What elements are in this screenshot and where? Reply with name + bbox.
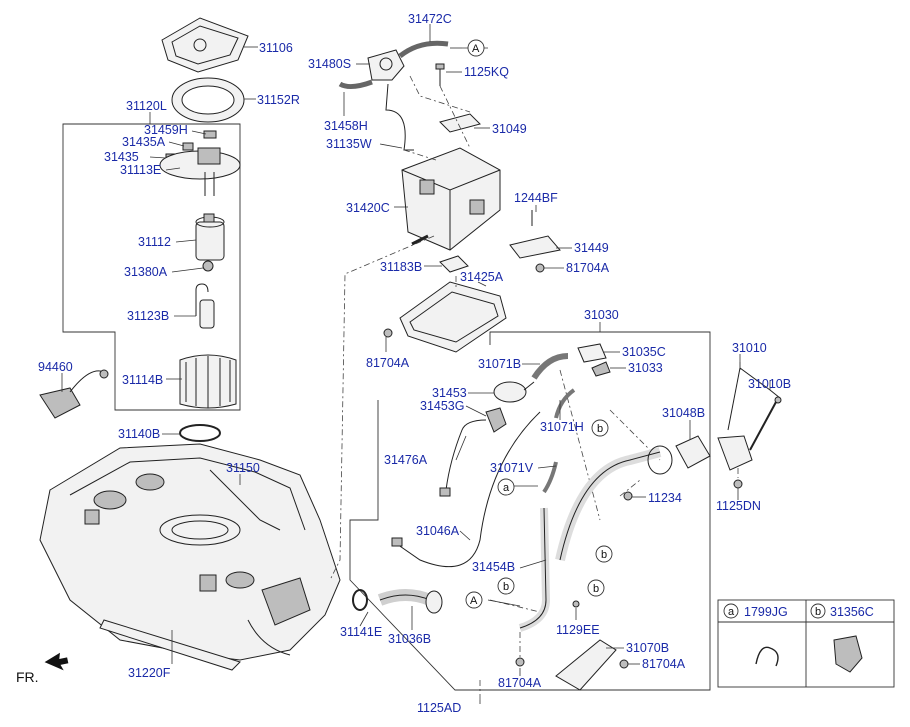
label-31071h: 31071H <box>540 420 584 434</box>
label-31472c: 31472C <box>408 12 452 26</box>
svg-text:b: b <box>601 549 607 561</box>
svg-text:b: b <box>597 423 603 435</box>
label-31036b: 31036B <box>388 632 431 646</box>
circled-markers: A A a b b b b a <box>465 39 826 619</box>
label-31152r: 31152R <box>257 93 300 107</box>
marker-b-2: b <box>595 545 613 563</box>
label-31141e: 31141E <box>340 625 382 639</box>
label-31459h: 31459H <box>144 123 188 137</box>
pump-filter-31380a <box>202 260 214 272</box>
label-81704a-tray: 81704A <box>366 356 410 370</box>
assembly-lines <box>329 75 739 700</box>
label-31070b: 31070B <box>626 641 669 655</box>
label-31120l: 31120L <box>126 99 167 113</box>
label-1125dn: 1125DN <box>716 499 761 513</box>
label-31033: 31033 <box>628 361 663 375</box>
label-31453g: 31453G <box>420 399 464 413</box>
label-31449: 31449 <box>574 241 609 255</box>
label-31220f: 31220F <box>128 666 171 680</box>
label-11234: 11234 <box>648 491 682 505</box>
fuel-pump <box>195 213 225 261</box>
label-31071v: 31071V <box>490 461 534 475</box>
pump-cover-plate <box>161 17 249 73</box>
pump-reservoir <box>179 354 237 409</box>
fuel-return-hose <box>195 283 215 329</box>
part-labels: 31106 31152R 31120L 31459H 31435A 31435 … <box>16 12 874 715</box>
marker-b-3: b <box>587 579 605 597</box>
legend-code-a: 1799JG <box>744 605 788 619</box>
svg-text:a: a <box>728 606 735 618</box>
label-1125ad: 1125AD <box>417 701 461 715</box>
label-31420c: 31420C <box>346 201 390 215</box>
marker-a-1: a <box>497 478 515 496</box>
label-31123b: 31123B <box>127 309 169 323</box>
legend-marker-b: b <box>810 603 826 619</box>
label-31453: 31453 <box>432 386 467 400</box>
svg-text:a: a <box>503 482 510 494</box>
filler-neck-box <box>349 331 711 691</box>
label-31071b: 31071B <box>478 357 521 371</box>
tank-gasket <box>179 424 221 442</box>
fuel-tank <box>39 424 341 661</box>
svg-text:A: A <box>472 43 480 55</box>
clip-31435a <box>182 142 194 151</box>
label-31046a: 31046A <box>416 524 460 538</box>
svg-text:b: b <box>815 606 821 618</box>
label-31150: 31150 <box>226 461 260 475</box>
label-31113e: 31113E <box>120 163 161 177</box>
fuel-door-group <box>717 362 782 489</box>
lock-ring <box>171 77 245 123</box>
tank-strap <box>99 619 241 671</box>
fuel-sender-94460 <box>39 369 109 419</box>
label-31135w: 31135W <box>326 137 372 151</box>
fuel-pump-module-group <box>39 17 249 419</box>
label-81704a-guard: 81704A <box>642 657 686 671</box>
label-31183b: 31183B <box>380 260 422 274</box>
label-81704a-bottom: 81704A <box>498 676 542 690</box>
front-direction-indicator <box>44 652 69 671</box>
front-direction-label: FR. <box>16 669 39 685</box>
label-31435a: 31435A <box>122 135 166 149</box>
label-31112: 31112 <box>138 235 171 249</box>
filler-hose-group <box>352 589 443 614</box>
label-31010: 31010 <box>732 341 767 355</box>
leader-lines <box>61 24 771 704</box>
label-1125kq: 1125KQ <box>464 65 509 79</box>
filler-neck-group <box>391 343 711 691</box>
label-31114b: 31114B <box>122 373 163 387</box>
label-81704a-canister: 81704A <box>566 261 610 275</box>
connector-31459h <box>203 130 217 139</box>
svg-text:A: A <box>470 595 478 607</box>
legend-marker-a: a <box>723 603 739 619</box>
label-31458h: 31458H <box>324 119 368 133</box>
label-1244bf: 1244BF <box>514 191 558 205</box>
marker-b-4: b <box>497 577 515 595</box>
label-31140b: 31140B <box>118 427 160 441</box>
marker-A-bottom: A <box>465 591 483 609</box>
label-31425a: 31425A <box>460 270 504 284</box>
legend-table <box>717 599 895 688</box>
marker-A-top: A <box>467 39 485 57</box>
canister-group <box>338 40 561 353</box>
label-31435: 31435 <box>104 150 139 164</box>
label-31476a: 31476A <box>384 453 428 467</box>
label-31048b: 31048B <box>662 406 705 420</box>
marker-b-1: b <box>591 419 609 437</box>
label-31010b: 31010B <box>748 377 791 391</box>
label-1129ee: 1129EE <box>556 623 600 637</box>
label-94460: 94460 <box>38 360 73 374</box>
label-31380a: 31380A <box>124 265 168 279</box>
svg-text:b: b <box>593 583 599 595</box>
label-31030: 31030 <box>584 308 619 322</box>
label-31454b: 31454B <box>472 560 515 574</box>
label-31480s: 31480S <box>308 57 351 71</box>
label-31035c: 31035C <box>622 345 666 359</box>
label-31049: 31049 <box>492 122 527 136</box>
svg-text:b: b <box>503 581 509 593</box>
pump-flange <box>159 147 241 196</box>
label-31106: 31106 <box>259 41 293 55</box>
legend-code-b: 31356C <box>830 605 874 619</box>
